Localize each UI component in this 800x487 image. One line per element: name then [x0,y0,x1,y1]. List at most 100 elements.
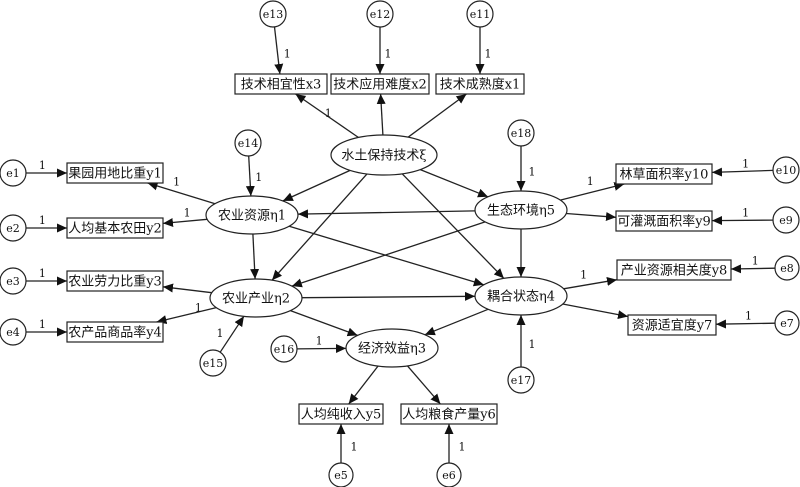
error-e5: e5 [328,462,354,487]
error-e14: e14 [234,129,262,157]
edge-e7-y7 [715,319,776,329]
indicator-y8-label: 产业资源相关度y8 [621,263,728,279]
indicator-y7-label: 资源适宜度y7 [632,318,713,334]
indicator-y5-shape [298,403,384,425]
error-e5-shape [328,462,354,487]
error-e11-shape [466,0,494,28]
edge-label-e11-x1: 1 [485,48,492,61]
indicator-y3-shape [66,270,164,292]
edge-n5-y9 [566,212,617,222]
edge-label-e13-x3: 1 [284,48,291,61]
edge-label-n2-y4: 1 [195,301,202,314]
error-e18: e18 [507,119,535,147]
edge-n1-n2 [250,233,260,280]
indicator-y9-shape [615,210,713,232]
edge-label-e6-y6: 1 [459,441,466,454]
indicator-y3-label: 农业劳力比重y3 [68,274,162,290]
error-e7: e7 [774,310,800,336]
edge-e13-x3 [273,26,284,75]
error-e18-label: e18 [511,127,532,140]
edge-label-e8-y8: 1 [752,255,759,268]
error-e12: e12 [366,0,394,28]
indicator-y6: 人均粮食产量y6 [400,403,498,425]
error-e18-shape [507,119,535,147]
error-e3-label: e3 [6,275,20,288]
error-e5-label: e5 [334,469,348,482]
error-e6-label: e6 [442,469,456,482]
edge-n5-n2 [291,221,486,288]
edge-n4-y8 [563,276,618,290]
indicator-y4-label: 农产品商品率y4 [68,325,162,341]
edge-label-e4-y4: 1 [39,318,46,331]
error-e1-label: e1 [6,167,20,180]
edge-label-e2-y2: 1 [39,214,46,227]
edge-e14-n1 [245,155,255,197]
indicator-y8-shape [616,259,732,281]
indicator-y7: 资源适宜度y7 [627,314,717,336]
indicator-x1: 技术成熟度x1 [435,73,525,95]
indicator-y9: 可灌溉面积率y9 [615,210,713,232]
edge-xi-n1 [282,169,351,202]
edge-label-e10-y10: 1 [742,157,749,170]
error-e10: e10 [772,156,800,184]
edge-label-xi-x3: 1 [325,107,332,120]
latent-xi: 水土保持技术ξ [330,134,438,176]
indicator-y5-label: 人均纯收入y5 [301,408,382,423]
indicator-y8: 产业资源相关度y8 [616,259,732,281]
indicator-y2-shape [66,217,164,239]
error-e15-shape [199,349,227,377]
edge-n4-n3 [424,308,489,336]
indicator-x1-label: 技术成熟度x1 [440,77,521,93]
indicator-y9-label: 可灌溉面积率y9 [617,214,711,230]
error-e16-label: e16 [274,343,295,356]
error-e14-label: e14 [238,137,259,150]
edge-n2-n3 [290,309,358,337]
error-e9: e9 [772,206,800,234]
indicator-y10-shape [615,163,713,185]
error-e13: e13 [259,0,287,28]
indicator-y10-label: 林草面积率y10 [620,167,709,183]
edge-label-e9-y9: 1 [742,206,749,219]
error-e10-label: e10 [776,164,797,177]
indicator-y1: 果园用地比重y1 [66,162,164,184]
indicator-y2: 人均基本农田y2 [66,217,164,239]
edge-n3-y6 [407,365,441,405]
indicator-y5: 人均纯收入y5 [298,403,384,425]
error-e2: e2 [0,214,27,242]
latent-n2-shape [209,278,303,318]
error-e4: e4 [0,318,27,346]
latent-n2-label: 农业产业η2 [222,292,290,307]
error-e15: e15 [199,349,227,377]
indicator-x2-label: 技术应用难度x2 [333,77,427,93]
error-e14-shape [234,129,262,157]
indicator-y4: 农产品商品率y4 [66,321,164,343]
latent-n3-label: 经济效益η3 [358,342,426,357]
edge-label-n5-y10: 1 [587,175,594,188]
error-e2-label: e2 [6,222,20,235]
edge-n2-n4 [301,291,476,301]
latent-n4: 耦合状态η4 [474,276,568,316]
indicator-y1-label: 果园用地比重y1 [68,166,162,182]
edge-e8-y8 [730,264,776,274]
error-e17-label: e17 [511,374,532,387]
indicator-y6-label: 人均粮食产量y6 [402,407,496,423]
error-e17-shape [507,366,535,394]
error-e7-shape [774,310,800,336]
latent-n5-shape [474,190,568,230]
indicator-x1-shape [435,73,525,95]
edge-label-e16-n3: 1 [316,335,323,348]
latent-n1-label: 农业资源η1 [218,209,286,224]
error-e9-shape [772,206,800,234]
error-e9-label: e9 [779,214,793,227]
edge-label-e12-x2: 1 [385,48,392,61]
indicator-x3: 技术相宜性x3 [234,73,328,95]
edge-n2-y4 [156,306,217,325]
error-e8: e8 [774,255,800,281]
error-e3-shape [0,267,27,295]
latent-n1-shape [205,195,299,235]
error-e11: e11 [466,0,494,28]
error-e8-label: e8 [780,262,794,275]
latent-n4-label: 耦合状态η4 [487,290,555,305]
edge-label-e17-n4: 1 [529,338,536,351]
error-e17: e17 [507,366,535,394]
